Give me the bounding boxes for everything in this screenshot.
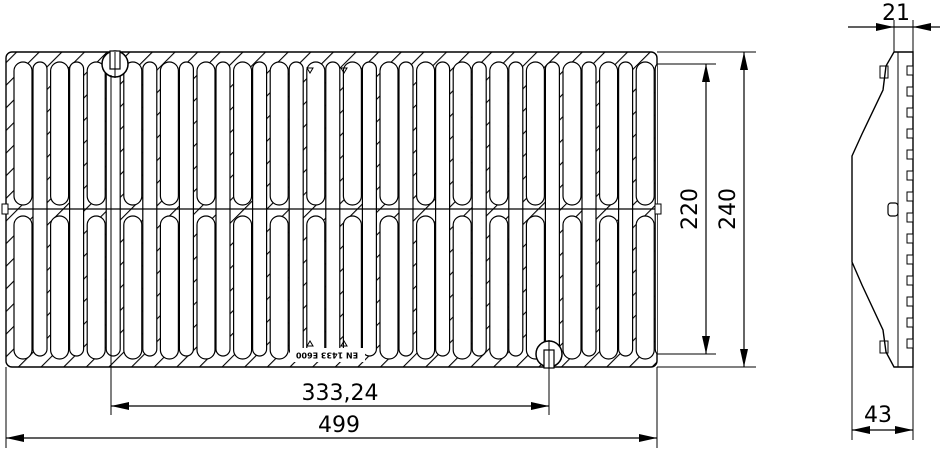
dimension-lines: 499 333,24 220 240 bbox=[5, 51, 756, 448]
dim-overall-length: 499 bbox=[6, 413, 657, 442]
side-tooth bbox=[906, 191, 914, 202]
inner-width-value: 220 bbox=[678, 188, 703, 230]
side-tooth bbox=[906, 65, 914, 76]
side-tooth bbox=[906, 296, 914, 307]
dim-top-thickness: 21 bbox=[848, 1, 940, 52]
grate-side-view bbox=[851, 51, 914, 368]
dim-inner-width: 220 bbox=[678, 64, 710, 354]
side-tooth bbox=[906, 128, 914, 139]
side-tooth bbox=[906, 149, 914, 160]
side-tooth bbox=[906, 275, 914, 286]
slot-pair bbox=[489, 61, 524, 360]
top-thickness-value: 21 bbox=[882, 1, 910, 26]
side-tooth bbox=[906, 317, 914, 328]
flow-markers-bottom bbox=[306, 340, 348, 347]
class-marking: EN 1433 E600 bbox=[295, 351, 358, 360]
center-rib-end-right bbox=[654, 203, 662, 215]
side-view-teeth bbox=[906, 65, 914, 349]
side-dimension-lines: 21 43 bbox=[848, 1, 940, 440]
side-tooth bbox=[906, 170, 914, 181]
grate-front-view: EN 1433 E600 bbox=[1, 50, 662, 369]
bolt-spacing-value: 333,24 bbox=[302, 381, 379, 406]
dim-outer-width: 240 bbox=[716, 52, 748, 367]
side-view-bolt bbox=[887, 202, 899, 217]
side-tooth bbox=[906, 212, 914, 223]
side-tooth bbox=[906, 107, 914, 118]
side-tooth bbox=[906, 233, 914, 244]
outer-width-value: 240 bbox=[716, 188, 741, 230]
bolt-hole-bottom bbox=[535, 340, 563, 369]
slot-pair bbox=[562, 61, 597, 360]
dim-bolt-spacing: 333,24 bbox=[111, 381, 549, 410]
dim-total-height: 43 bbox=[851, 262, 914, 440]
flow-markers-top bbox=[306, 67, 348, 74]
bolt-hole-top bbox=[101, 50, 129, 78]
overall-length-value: 499 bbox=[318, 413, 360, 438]
side-tooth bbox=[906, 338, 914, 349]
side-tooth bbox=[906, 254, 914, 265]
side-tooth bbox=[906, 86, 914, 97]
center-rib-end-left bbox=[1, 203, 9, 215]
total-height-value: 43 bbox=[864, 403, 892, 428]
